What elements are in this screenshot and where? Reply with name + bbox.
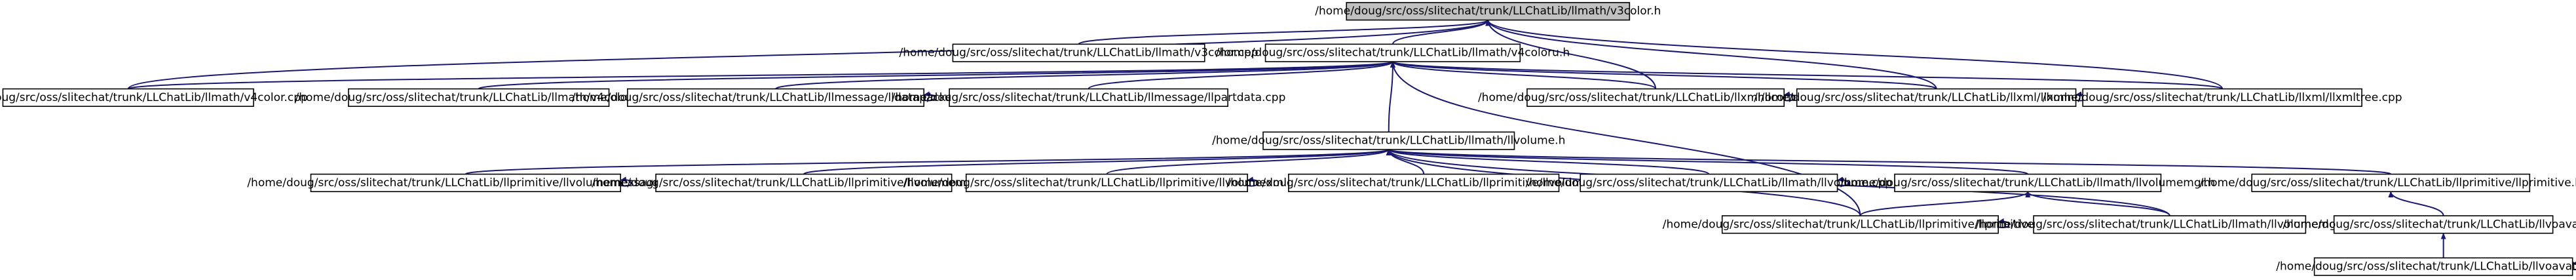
node-label: /home/doug/src/oss/slitechat/trunk/LLCha…: [2276, 260, 2576, 273]
edge-llvolume_h-llprimitive_h: [1386, 148, 2392, 175]
node-label: /home/doug/src/oss/slitechat/trunk/LLCha…: [1315, 5, 1661, 18]
edge-v4coloru_h-llcontrol_cpp: [1390, 61, 1657, 90]
node-box: [1264, 43, 1521, 62]
edge-v3color_h-llxmlnode_cpp: [1485, 19, 1937, 89]
node-llxmlnode_cpp[interactable]: /home/doug/src/oss/slitechat/trunk/LLCha…: [1754, 88, 2119, 107]
node-label: /home/doug/src/oss/slitechat/trunk/LLCha…: [1526, 176, 1892, 190]
node-label: /home/doug/src/oss/slitechat/trunk/LLCha…: [892, 91, 1286, 104]
node-label: /home/doug/src/oss/slitechat/trunk/LLCha…: [1212, 134, 1565, 148]
node-box: [627, 88, 925, 107]
node-box: [2313, 257, 2573, 276]
node-v3color_cpp[interactable]: /home/doug/src/oss/slitechat/trunk/LLCha…: [900, 43, 1259, 62]
node-label: /home/doug/src/oss/slitechat/trunk/LLCha…: [2043, 91, 2402, 104]
node-label: /home/doug/src/oss/slitechat/trunk/LLCha…: [2282, 218, 2576, 231]
node-box: [2033, 215, 2307, 234]
node-llxmltree_cpp[interactable]: /home/doug/src/oss/slitechat/trunk/LLCha…: [2043, 88, 2402, 107]
nodes-layer: /home/doug/src/oss/slitechat/trunk/LLCha…: [0, 2, 2576, 276]
node-box: [1262, 131, 1515, 150]
node-label: /home/doug/src/oss/slitechat/trunk/LLCha…: [903, 176, 1311, 190]
node-v4color_cpp[interactable]: /home/doug/src/oss/slitechat/trunk/LLCha…: [0, 88, 308, 107]
edge-v3color_h-llxmltree_cpp: [1485, 19, 2224, 89]
node-box: [310, 173, 622, 193]
edge-v4coloru_h-v4coloru_cpp: [478, 61, 1395, 90]
node-label: /home/doug/src/oss/slitechat/trunk/LLCha…: [572, 91, 979, 104]
node-llvoavatar_cpp[interactable]: /home/doug/src/oss/slitechat/trunk/LLCha…: [2276, 257, 2576, 276]
edge-llvolume_h-llvolumemgr_h: [1386, 148, 2029, 175]
node-llvolumexml_cpp[interactable]: /home/doug/src/oss/slitechat/trunk/LLCha…: [903, 173, 1311, 193]
edge-llvolumemgr_h-llprimitive_cpp: [1859, 191, 2031, 217]
edge-llvolume_h-llvolumemessage_cpp: [464, 148, 1392, 175]
node-box: [949, 88, 1228, 107]
node-label: /home/doug/src/oss/slitechat/trunk/LLCha…: [592, 176, 1015, 190]
node-box: [952, 43, 1205, 62]
node-llcontrol_cpp[interactable]: /home/doug/src/oss/slitechat/trunk/LLCha…: [1478, 88, 1833, 107]
edge-v4coloru_h-lldatapacker_cpp: [775, 61, 1395, 90]
node-label: /home/doug/src/oss/slitechat/trunk/LLCha…: [1840, 176, 2215, 190]
node-label: /home/doug/src/oss/slitechat/trunk/LLCha…: [900, 47, 1259, 60]
node-label: /home/doug/src/oss/slitechat/trunk/LLCha…: [0, 91, 308, 104]
node-llvolumemessage_h[interactable]: /home/doug/src/oss/slitechat/trunk/LLCha…: [592, 173, 1015, 193]
edge-v3color_h-v3color_cpp: [1078, 19, 1490, 45]
node-llvolume_h[interactable]: /home/doug/src/oss/slitechat/trunk/LLCha…: [1212, 131, 1565, 150]
edge-v3color_h-v4coloru_h: [1392, 19, 1491, 45]
node-box: [1288, 173, 1560, 193]
node-label: /home/doug/src/oss/slitechat/trunk/LLCha…: [1663, 218, 2058, 231]
edge-llvolumemgr_h-llvolumemgr_cpp: [2025, 191, 2170, 216]
node-box: [965, 173, 1248, 193]
node-box: [348, 88, 610, 107]
node-label: /home/doug/src/oss/slitechat/trunk/LLCha…: [1976, 218, 2364, 231]
node-label: /home/doug/src/oss/slitechat/trunk/LLCha…: [295, 91, 662, 104]
edge-llprimitive_h-llvoavatar_h: [2388, 191, 2444, 216]
edge-v3color_h-v4color_cpp: [127, 19, 1490, 90]
node-label: /home/doug/src/oss/slitechat/trunk/LLCha…: [2200, 176, 2576, 190]
node-llvoavatar_h[interactable]: /home/doug/src/oss/slitechat/trunk/LLCha…: [2282, 215, 2576, 234]
node-llprimitive_h[interactable]: /home/doug/src/oss/slitechat/trunk/LLCha…: [2200, 173, 2576, 193]
node-box: [2251, 173, 2531, 193]
edge-v4coloru_h-llxmlnode_cpp: [1390, 61, 1937, 90]
edges-layer: [127, 19, 2576, 271]
edge-v4coloru_h-llvolume_h: [1388, 61, 1395, 132]
node-v4coloru_h[interactable]: /home/doug/src/oss/slitechat/trunk/LLCha…: [1216, 43, 1570, 62]
node-lldatapacker_cpp[interactable]: /home/doug/src/oss/slitechat/trunk/LLCha…: [572, 88, 979, 107]
node-box: [1580, 173, 1838, 193]
edge-v3color_h-llcontrol_cpp: [1485, 19, 1657, 89]
edge-llvolume_h-llvolume_cpp: [1386, 148, 1710, 175]
node-box: [1346, 2, 1631, 21]
node-label: /home/doug/src/oss/slitechat/trunk/LLCha…: [1754, 91, 2119, 104]
node-v3color_h[interactable]: /home/doug/src/oss/slitechat/trunk/LLCha…: [1315, 2, 1661, 21]
node-label: /home/doug/src/oss/slitechat/trunk/LLCha…: [1478, 91, 1833, 104]
node-llvolume_cpp[interactable]: /home/doug/src/oss/slitechat/trunk/LLCha…: [1526, 173, 1892, 193]
node-box: [2, 88, 254, 107]
edge-llvolume_h-llvolumexml_cpp: [1106, 148, 1392, 175]
node-llvolumexml_h[interactable]: /home/doug/src/oss/slitechat/trunk/LLCha…: [1226, 173, 1621, 193]
node-box: [1721, 215, 1999, 234]
self-loop-llvolumexml_cpp: [1247, 176, 1259, 187]
self-loop-llvolumemessage_cpp: [620, 176, 632, 187]
self-loop-llcontrol_cpp: [1783, 91, 1796, 102]
node-box: [2333, 215, 2554, 234]
node-box: [655, 173, 953, 193]
self-loop-llprimitive_cpp: [1998, 218, 2010, 229]
node-llvolumemgr_cpp[interactable]: /home/doug/src/oss/slitechat/trunk/LLCha…: [1976, 215, 2364, 234]
node-llvolumemessage_cpp[interactable]: /home/doug/src/oss/slitechat/trunk/LLCha…: [247, 173, 684, 193]
node-v4coloru_cpp[interactable]: /home/doug/src/oss/slitechat/trunk/LLCha…: [295, 88, 662, 107]
node-llprimitive_cpp[interactable]: /home/doug/src/oss/slitechat/trunk/LLCha…: [1663, 215, 2058, 234]
node-llpartdata_cpp[interactable]: /home/doug/src/oss/slitechat/trunk/LLCha…: [892, 88, 1286, 107]
edge-v4coloru_h-llpartdata_cpp: [1088, 61, 1395, 90]
node-box: [1526, 88, 1785, 107]
node-label: /home/doug/src/oss/slitechat/trunk/LLCha…: [1216, 47, 1570, 60]
node-box: [2082, 88, 2362, 107]
self-loop-llvolume_cpp: [1836, 176, 1849, 187]
edge-v4coloru_h-v4color_cpp: [127, 61, 1395, 90]
node-label: /home/doug/src/oss/slitechat/trunk/LLCha…: [247, 176, 684, 190]
edge-v4coloru_h-llxmltree_cpp: [1390, 61, 2224, 90]
node-box: [1894, 173, 2162, 193]
node-llvolumemgr_h[interactable]: /home/doug/src/oss/slitechat/trunk/LLCha…: [1840, 173, 2215, 193]
edge-llvolume_h-llvolumemessage_h: [803, 148, 1392, 175]
node-label: /home/doug/src/oss/slitechat/trunk/LLCha…: [1226, 176, 1621, 190]
node-box: [1796, 88, 2077, 107]
self-loop-lldatapacker_cpp: [923, 91, 936, 102]
